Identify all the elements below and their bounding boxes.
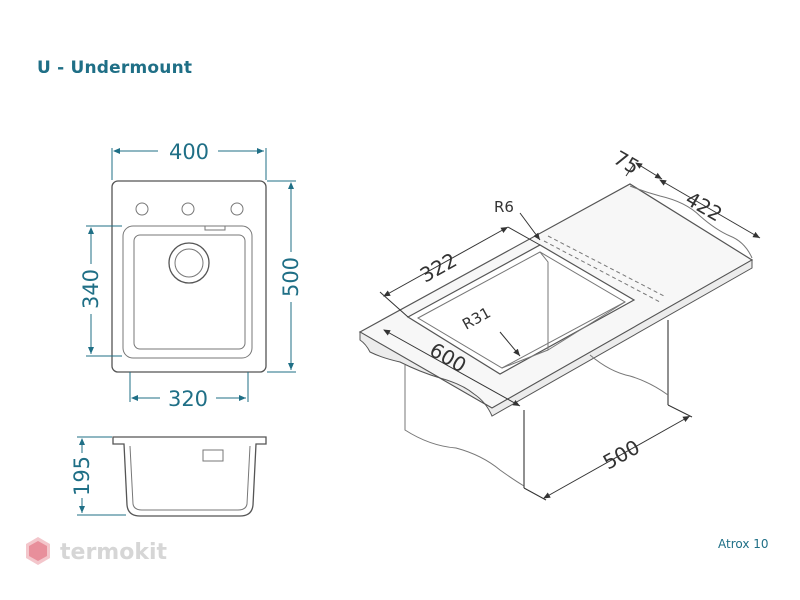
dim-500-iso: 500 [599, 435, 644, 475]
drain-inner [174, 248, 204, 278]
side-view: 195 [70, 436, 267, 517]
dim-320: 320 [168, 387, 208, 411]
dim-340: 340 [79, 269, 103, 309]
top-view: 400 500 340 320 [79, 138, 303, 411]
diagram-title: U - Undermount [37, 58, 193, 78]
dim-r6: R6 [494, 198, 514, 216]
logo-text: termokit [60, 540, 168, 565]
model-caption: Atrox 10 [718, 537, 769, 551]
dim-400: 400 [169, 140, 209, 164]
dim-500-vertical: 500 [279, 257, 303, 297]
dim-195: 195 [70, 456, 94, 496]
isometric-view: 75 422 R6 322 R31 600 500 [358, 146, 761, 501]
overflow-opening [202, 449, 224, 462]
tap-hole-icon [181, 202, 195, 216]
tap-hole-icon [135, 202, 149, 216]
overflow-slot [204, 225, 226, 231]
dim-75: 75 [610, 146, 644, 180]
termokit-logo-icon [26, 537, 50, 565]
drain-outer [168, 242, 210, 284]
tap-hole-icon [230, 202, 244, 216]
